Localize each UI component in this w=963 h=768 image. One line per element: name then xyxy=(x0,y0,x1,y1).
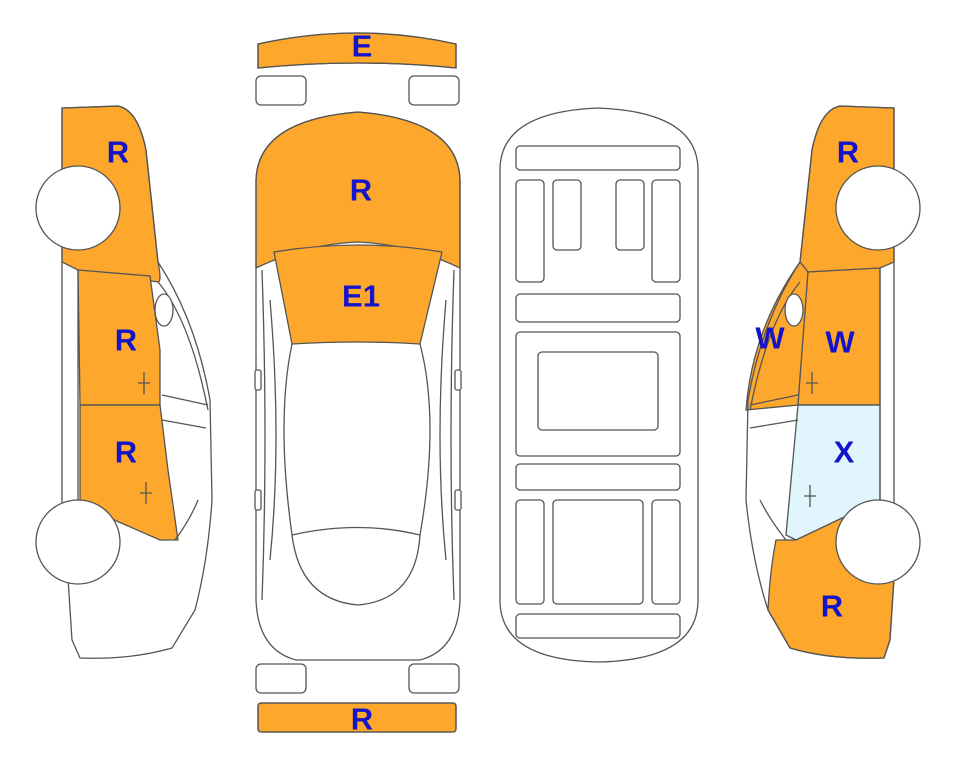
floor-front-left-slot xyxy=(552,179,582,251)
label-left-front-fender: R xyxy=(107,135,129,170)
left-headlight xyxy=(255,75,307,106)
top-roof-lines xyxy=(261,269,455,606)
top-body-outline xyxy=(255,111,461,661)
label-hood: R xyxy=(350,173,372,208)
floor-rear-bar xyxy=(515,463,681,491)
right-rear-wheel xyxy=(835,499,921,585)
left-side-body-outline xyxy=(61,105,213,659)
floor-front-bar xyxy=(515,145,681,171)
right-front-door-handle xyxy=(806,372,818,394)
right-side-body-outline xyxy=(745,105,895,659)
floor-rear-center xyxy=(552,499,644,605)
left-front-wheel xyxy=(35,165,121,251)
left-front-door-panel[interactable] xyxy=(77,269,161,406)
floor-outline xyxy=(499,107,699,663)
floor-front-left-seat xyxy=(515,179,545,283)
right-taillight xyxy=(408,663,460,694)
left-rear-wheel xyxy=(35,499,121,585)
left-side-window-lines xyxy=(77,270,209,541)
label-rear-bumper: R xyxy=(351,702,373,737)
label-left-front-door: R xyxy=(115,323,137,358)
floor-front-right-slot xyxy=(615,179,645,251)
right-mirror xyxy=(784,293,804,327)
label-right-front-door: W xyxy=(825,325,855,360)
left-rear-door-handle xyxy=(140,482,152,504)
left-taillight xyxy=(255,663,307,694)
top-right-mirror xyxy=(454,369,462,391)
floor-center-panel xyxy=(537,351,659,431)
label-right-rear-quarter: R xyxy=(821,589,843,624)
right-side-window-lines xyxy=(749,268,881,541)
floor-front-right-seat xyxy=(651,179,681,283)
right-headlight xyxy=(408,75,460,106)
top-view xyxy=(254,32,462,733)
right-side-view xyxy=(745,105,921,659)
right-rear-door-handle xyxy=(804,485,816,507)
floor-mid-bar xyxy=(515,293,681,323)
front-bumper-outline xyxy=(257,32,457,69)
label-left-rear-door: R xyxy=(115,435,137,470)
rear-bumper-outline xyxy=(257,702,457,733)
top-right-handle xyxy=(454,489,462,511)
right-front-wheel xyxy=(835,165,921,251)
windshield-panel[interactable] xyxy=(273,244,443,345)
floor-rear-left xyxy=(515,499,545,605)
top-left-mirror xyxy=(254,369,262,391)
label-front-bumper: E xyxy=(352,29,373,64)
label-right-rear-door: X xyxy=(834,435,855,470)
left-mirror xyxy=(154,293,174,327)
floor-rear-right xyxy=(651,499,681,605)
top-left-handle xyxy=(254,489,262,511)
left-side-view xyxy=(35,105,213,659)
label-right-pillar: W xyxy=(755,321,785,356)
floor-view xyxy=(499,107,699,663)
label-windshield: E1 xyxy=(342,279,380,314)
damage-labels: R R R E R E1 R R W W X R xyxy=(107,29,859,737)
floor-rear-end-bar xyxy=(515,613,681,639)
left-front-door-handle xyxy=(138,372,150,394)
label-right-front-fender: R xyxy=(837,135,859,170)
